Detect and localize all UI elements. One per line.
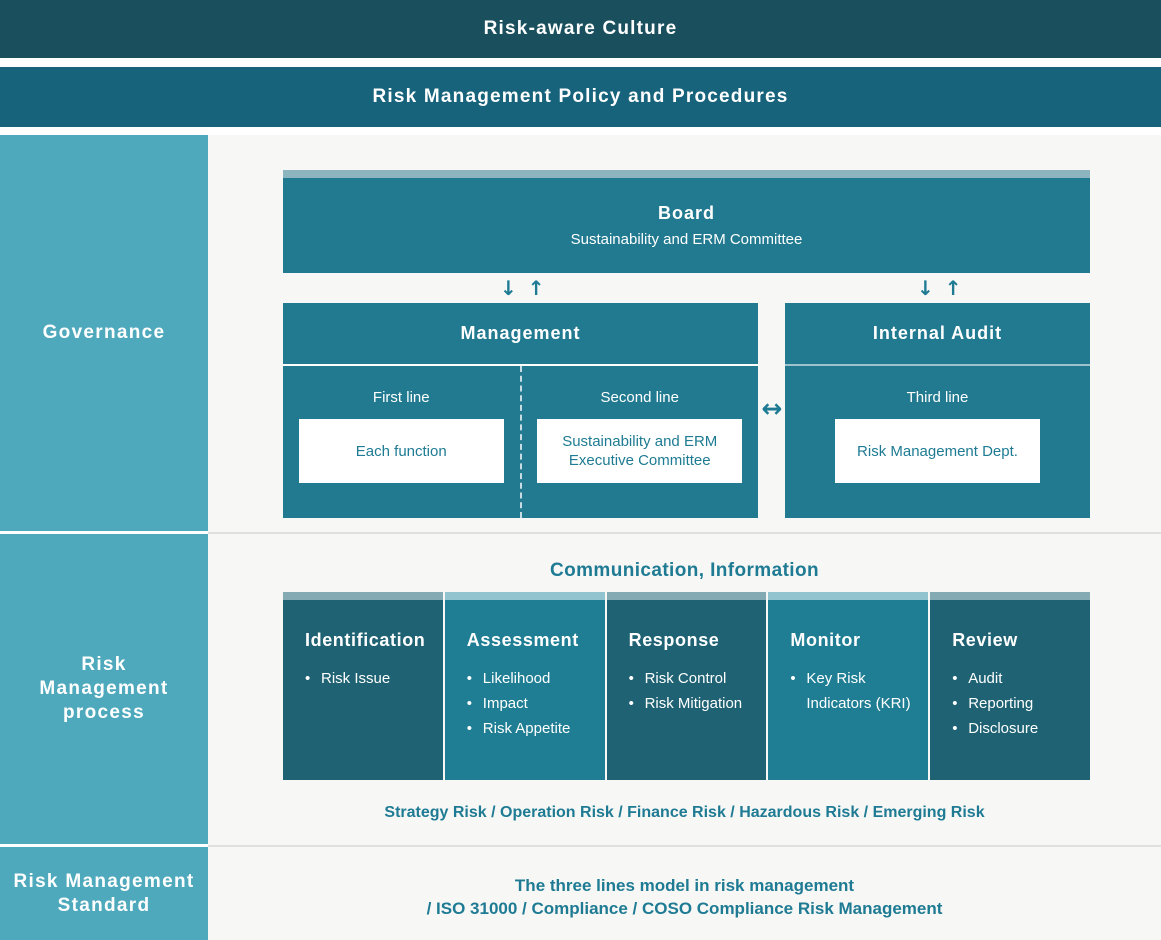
process-column-monitor: Monitor Key Risk Indicators (KRI) bbox=[766, 592, 929, 780]
board-management-arrows: ↓ ↑ bbox=[500, 276, 545, 300]
down-arrow-icon: ↓ bbox=[917, 276, 934, 300]
list-item: Risk Appetite bbox=[467, 716, 597, 741]
first-line-function-box: Each function bbox=[298, 419, 504, 483]
left-right-arrow-icon: ↔ bbox=[761, 394, 783, 423]
banner-policy-label: Risk Management Policy and Procedures bbox=[372, 86, 789, 107]
second-line-section: Second line Sustainability and ERM Execu… bbox=[519, 366, 759, 518]
column-item-list: Key Risk Indicators (KRI) bbox=[790, 666, 920, 716]
third-line-dept-box: Risk Management Dept. bbox=[835, 419, 1040, 483]
third-line-section: Third line Risk Management Dept. bbox=[785, 366, 1090, 518]
board-internal-audit-arrows: ↓ ↑ bbox=[917, 276, 962, 300]
third-line-label: Third line bbox=[906, 389, 969, 406]
internal-audit-box: Internal Audit Third line Risk Managemen… bbox=[785, 303, 1090, 518]
standard-line-2: / ISO 31000 / Compliance / COSO Complian… bbox=[426, 899, 943, 918]
process-column-assessment: Assessment Likelihood Impact Risk Appeti… bbox=[442, 592, 605, 780]
column-title: Review bbox=[952, 630, 1018, 650]
process-column-response: Response Risk Control Risk Mitigation bbox=[604, 592, 767, 780]
second-line-committee-box: Sustainability and ERM Executive Committ… bbox=[537, 419, 743, 483]
column-item-list: Likelihood Impact Risk Appetite bbox=[467, 666, 597, 741]
column-accent-strip bbox=[283, 592, 443, 600]
column-item-list: Risk Issue bbox=[305, 666, 435, 691]
internal-audit-body: Third line Risk Management Dept. bbox=[785, 366, 1090, 518]
management-header: Management bbox=[283, 303, 758, 366]
second-line-label: Second line bbox=[600, 389, 679, 406]
risk-process-columns: Identification Risk Issue Assessment Lik… bbox=[283, 592, 1090, 780]
down-arrow-icon: ↓ bbox=[500, 276, 517, 300]
column-accent-strip bbox=[930, 592, 1090, 600]
list-item: Risk Mitigation bbox=[629, 691, 759, 716]
management-body: First line Each function Second line Sus… bbox=[283, 366, 758, 518]
sidebar-governance-label: Governance bbox=[42, 322, 166, 343]
column-accent-strip bbox=[606, 592, 767, 600]
management-box: Management First line Each function Seco… bbox=[283, 303, 758, 518]
internal-audit-header: Internal Audit bbox=[785, 303, 1090, 366]
list-item: Disclosure bbox=[952, 716, 1082, 741]
process-column-review: Review Audit Reporting Disclosure bbox=[928, 592, 1090, 780]
list-item: Risk Issue bbox=[305, 666, 435, 691]
standard-line-1: The three lines model in risk management bbox=[514, 876, 855, 895]
row-divider bbox=[208, 845, 1161, 847]
first-line-section: First line Each function bbox=[283, 366, 520, 518]
board-title: Board bbox=[657, 203, 715, 223]
sidebar-section-risk-management-process: Risk Management process bbox=[0, 534, 208, 844]
column-item-list: Audit Reporting Disclosure bbox=[952, 666, 1082, 741]
list-item: Audit bbox=[952, 666, 1082, 691]
column-title: Assessment bbox=[466, 630, 579, 650]
column-body: Monitor Key Risk Indicators (KRI) bbox=[768, 600, 929, 780]
list-item: Likelihood bbox=[467, 666, 597, 691]
sidebar-section-governance: Governance bbox=[0, 135, 208, 531]
column-title: Identification bbox=[305, 630, 426, 650]
column-body: Response Risk Control Risk Mitigation bbox=[606, 600, 767, 780]
risk-management-standard-text: The three lines model in risk management… bbox=[208, 874, 1161, 920]
banner-risk-policy: Risk Management Policy and Procedures bbox=[0, 67, 1161, 127]
row-divider bbox=[208, 532, 1161, 534]
sidebar-process-label: Risk Management process bbox=[39, 654, 169, 723]
column-title: Monitor bbox=[790, 630, 861, 650]
first-line-label: First line bbox=[372, 389, 430, 406]
internal-audit-title: Internal Audit bbox=[872, 323, 1003, 343]
board-box-body: Board Sustainability and ERM Committee bbox=[283, 178, 1090, 273]
process-column-identification: Identification Risk Issue bbox=[283, 592, 443, 780]
column-body: Assessment Likelihood Impact Risk Appeti… bbox=[444, 600, 605, 780]
board-subtitle: Sustainability and ERM Committee bbox=[570, 231, 803, 248]
communication-information-label: Communication, Information bbox=[549, 560, 819, 581]
risk-types-label: Strategy Risk / Operation Risk / Finance… bbox=[384, 804, 985, 821]
board-accent-strip bbox=[283, 170, 1090, 178]
up-arrow-icon: ↑ bbox=[944, 276, 962, 300]
column-body: Identification Risk Issue bbox=[283, 600, 443, 780]
management-title: Management bbox=[460, 323, 581, 343]
list-item: Risk Control bbox=[629, 666, 759, 691]
column-body: Review Audit Reporting Disclosure bbox=[930, 600, 1090, 780]
list-item: Impact bbox=[467, 691, 597, 716]
banner-culture-label: Risk-aware Culture bbox=[483, 18, 678, 39]
list-item: Reporting bbox=[952, 691, 1082, 716]
board-box: Board Sustainability and ERM Committee bbox=[283, 170, 1090, 273]
column-item-list: Risk Control Risk Mitigation bbox=[629, 666, 759, 716]
banner-risk-aware-culture: Risk-aware Culture bbox=[0, 0, 1161, 58]
list-item: Key Risk Indicators (KRI) bbox=[790, 666, 920, 716]
column-accent-strip bbox=[768, 592, 929, 600]
sidebar-standard-label: Risk Management Standard bbox=[13, 870, 195, 916]
sidebar-section-risk-management-standard: Risk Management Standard bbox=[0, 847, 208, 940]
column-accent-strip bbox=[444, 592, 605, 600]
up-arrow-icon: ↑ bbox=[527, 276, 545, 300]
column-title: Response bbox=[628, 630, 720, 650]
